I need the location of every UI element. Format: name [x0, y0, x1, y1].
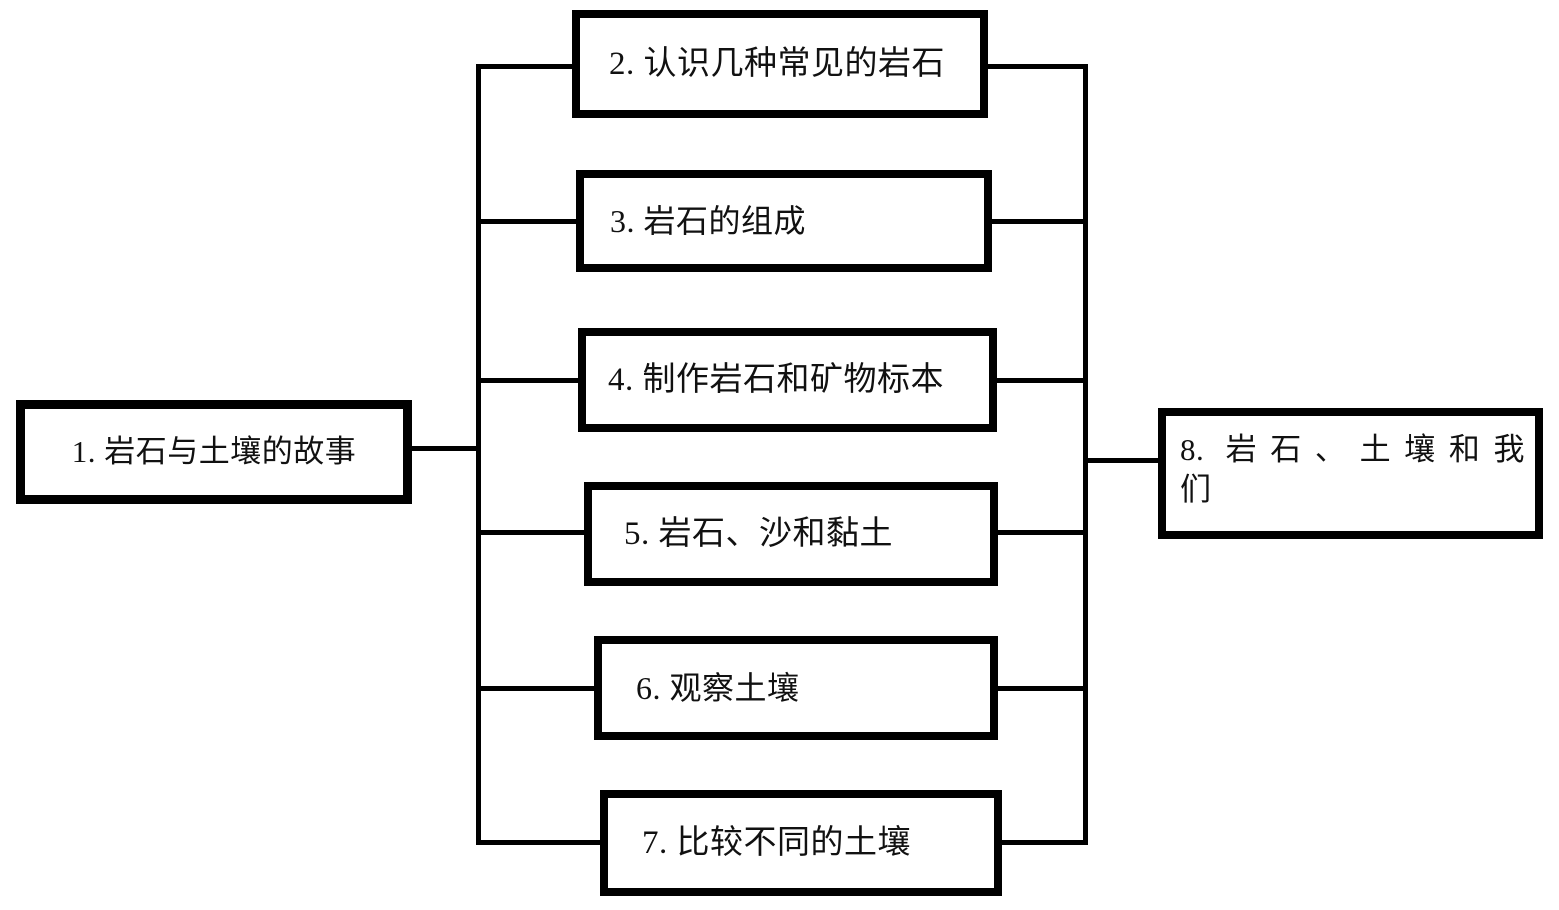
node-8-label-line2: 们: [1180, 471, 1212, 507]
node-5-label: 5. 岩石、沙和黏土: [624, 515, 893, 552]
edge-node-2-to-spine: [986, 64, 1087, 69]
edge-spine-to-node-5: [476, 530, 586, 535]
node-6-label: 6. 观察土壤: [636, 669, 800, 706]
node-rock-sand-clay[interactable]: 5. 岩石、沙和黏土: [584, 482, 998, 586]
edge-node-4-to-spine: [995, 378, 1087, 383]
node-1-label: 1. 岩石与土壤的故事: [71, 434, 357, 470]
edge-spine-to-node-4: [476, 378, 580, 383]
edge-node-6-to-spine: [996, 686, 1087, 691]
spine-left: [476, 64, 481, 845]
edge-node-3-to-spine: [990, 219, 1087, 224]
node-2-label: 2. 认识几种常见的岩石: [609, 45, 945, 82]
edge-spine-to-node-6: [476, 686, 596, 691]
node-4-label: 4. 制作岩石和矿物标本: [608, 361, 944, 398]
edge-spine-to-node-3: [476, 219, 578, 224]
node-rock-mineral-specimens[interactable]: 4. 制作岩石和矿物标本: [578, 328, 997, 432]
spine-right: [1083, 64, 1088, 845]
node-rock-composition[interactable]: 3. 岩石的组成: [576, 170, 992, 272]
edge-root-to-spine: [412, 446, 480, 451]
edge-spine-to-node-7: [476, 840, 602, 845]
node-3-label: 3. 岩石的组成: [610, 202, 807, 239]
edge-node-7-to-spine: [1000, 840, 1087, 845]
node-observe-soil[interactable]: 6. 观察土壤: [594, 636, 998, 740]
node-rocks-soil-and-us[interactable]: 8. 岩石、土壤和我们: [1158, 408, 1543, 539]
edge-spine-to-node-2: [476, 64, 574, 69]
edge-node-5-to-spine: [996, 530, 1087, 535]
node-7-label: 7. 比较不同的土壤: [642, 824, 911, 861]
node-root-rock-soil-story[interactable]: 1. 岩石与土壤的故事: [16, 400, 412, 504]
node-compare-soils[interactable]: 7. 比较不同的土壤: [600, 790, 1002, 896]
node-8-label: 8. 岩石、土壤和我们: [1166, 416, 1535, 509]
edge-spine-to-node-8: [1083, 458, 1163, 463]
node-8-label-line1: 8. 岩石、土壤和我: [1180, 432, 1525, 467]
node-common-rocks[interactable]: 2. 认识几种常见的岩石: [572, 10, 988, 118]
